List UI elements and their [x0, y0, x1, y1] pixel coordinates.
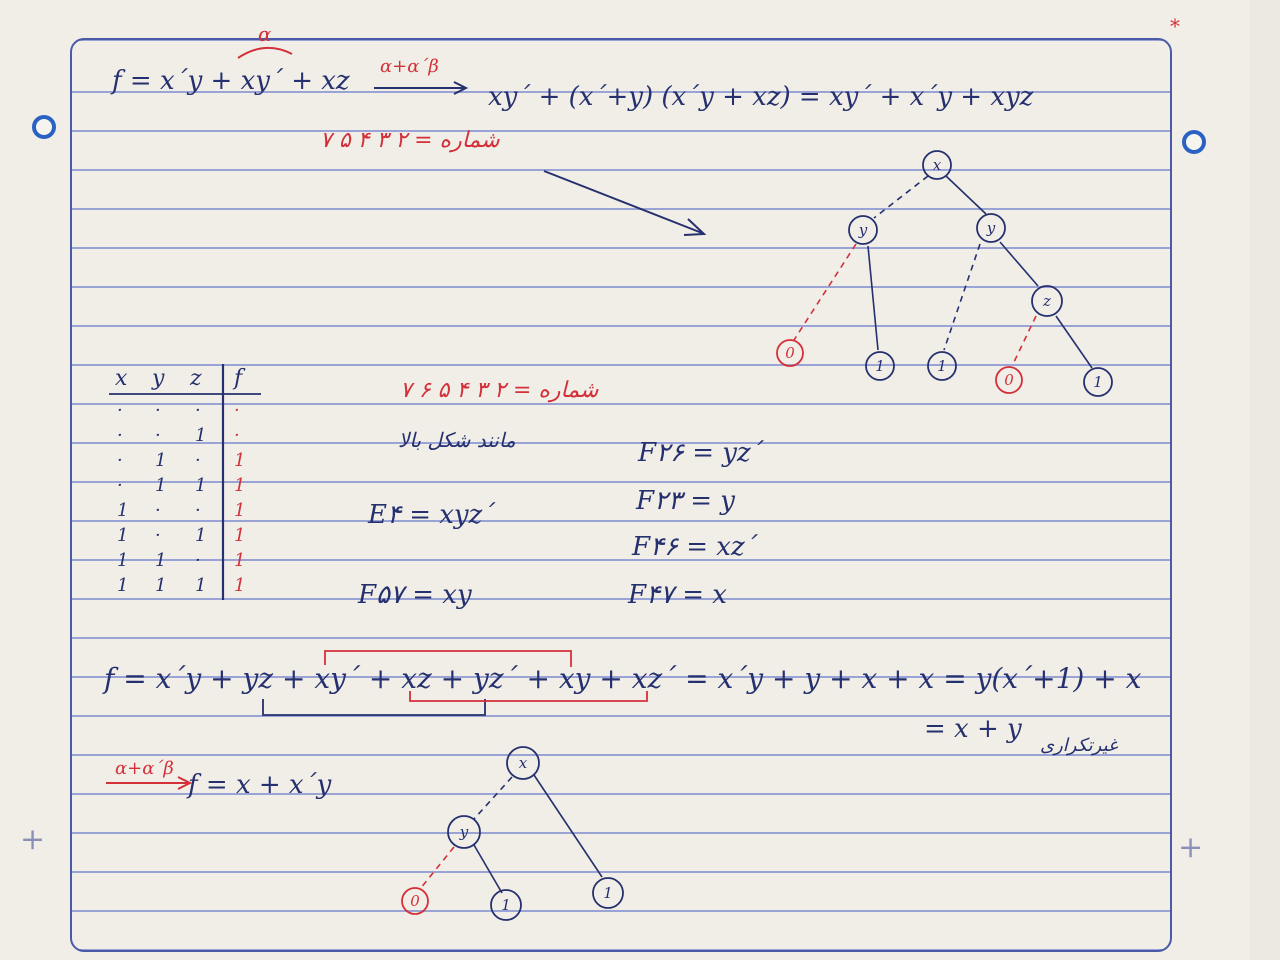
- tree-node-label: z: [1042, 292, 1051, 310]
- pointer-arrow: [543, 170, 707, 236]
- middle-eq-left: F۵۷ = xy: [358, 580, 472, 610]
- tree-leaf: 0: [776, 339, 804, 367]
- tree-leaf: 1: [490, 889, 522, 921]
- alpha-over-label: α: [258, 22, 272, 46]
- star-mark: *: [1170, 14, 1180, 38]
- tree-node-label: y: [459, 823, 469, 841]
- table-cell: 1: [155, 550, 167, 571]
- table-cell: ·: [117, 425, 123, 446]
- table-cell-f: 1: [234, 500, 246, 521]
- top-equation-right: xy´ + (x´+y) (x´y + xz) = xy´ + x´y + xy…: [488, 82, 1034, 112]
- table-cell-f: 1: [234, 550, 246, 571]
- tree-leaf-label: 1: [875, 357, 885, 375]
- decision-tree-top: x y y z 0 1 1 0: [776, 150, 1113, 397]
- table-cell-f: ·: [234, 425, 240, 446]
- table-rules: [109, 364, 261, 600]
- tree-node: y: [848, 215, 878, 245]
- table-cell: 1: [195, 475, 207, 496]
- table-cell-f: ·: [234, 400, 240, 421]
- bottom-result: = x + y: [924, 714, 1022, 744]
- table-cell: 1: [195, 575, 207, 596]
- tree-node: z: [1031, 285, 1063, 317]
- tree-leaf: 0: [401, 887, 429, 915]
- table-cell: 1: [195, 425, 207, 446]
- tree-leaf-label: 0: [1004, 371, 1014, 389]
- decision-tree-bottom: x y 0 1 1: [401, 746, 624, 921]
- table-cell: 1: [155, 450, 167, 471]
- grouping-brackets: [262, 650, 648, 716]
- table-cell: 1: [155, 575, 167, 596]
- table-cell: ·: [155, 400, 161, 421]
- table-header-y: y: [152, 366, 165, 391]
- middle-eq-left: E۴ = xyz´: [368, 500, 496, 530]
- table-header-x: x: [115, 366, 128, 391]
- alpha-brace: [237, 47, 293, 59]
- tree-leaf-label: 0: [785, 344, 795, 362]
- bottom-arrow-label: α+α´β: [115, 758, 174, 779]
- tree-node: y: [447, 815, 481, 849]
- middle-eq-right: F۴۶ = xz´: [632, 532, 758, 562]
- binder-hole: [1182, 130, 1206, 154]
- top-row-label: شماره = ۲ ۳ ۴ ۵ ۷: [320, 128, 500, 153]
- table-cell-f: 1: [234, 575, 246, 596]
- table-cell: ·: [117, 450, 123, 471]
- table-cell: 1: [117, 550, 129, 571]
- tree-leaf-label: 0: [410, 892, 420, 910]
- top-equation-left: f = x´y + xy´ + xz: [112, 66, 350, 96]
- middle-eq-right: F۲۶ = yz´: [638, 438, 764, 468]
- table-header-f: f: [234, 366, 243, 391]
- middle-row-label: شماره = ۲ ۳ ۴ ۵ ۶ ۷: [400, 378, 599, 403]
- table-cell-f: 1: [234, 525, 246, 546]
- table-cell-f: 1: [234, 475, 246, 496]
- table-cell: 1: [155, 475, 167, 496]
- page-frame: [70, 38, 1172, 952]
- table-cell: 1: [117, 575, 129, 596]
- tree-leaf: 1: [592, 877, 624, 909]
- tree-node: y: [976, 213, 1006, 243]
- table-header-z: z: [190, 366, 202, 391]
- bottom-note: غیرتکراری: [1040, 735, 1118, 756]
- table-cell: ·: [155, 525, 161, 546]
- tree-leaf-label: 1: [937, 357, 947, 375]
- plus-mark: +: [20, 822, 46, 857]
- plus-mark: +: [1178, 830, 1204, 865]
- table-cell: ·: [155, 425, 161, 446]
- middle-eq-right: F۴۷ = x: [628, 580, 727, 610]
- table-cell: ·: [195, 550, 201, 571]
- tree-node-label: y: [858, 221, 868, 239]
- tree-leaf: 1: [1083, 367, 1113, 397]
- notebook-page: * α f = x´y + xy´ + xz α+α´β xy´ + (x´+y…: [0, 0, 1250, 960]
- table-cell: ·: [117, 475, 123, 496]
- top-arrow-label: α+α´β: [380, 56, 439, 77]
- tree-node-label: y: [986, 219, 996, 237]
- top-arrow: [374, 81, 469, 95]
- final-equation: f = x + x´y: [188, 770, 332, 800]
- table-cell: ·: [155, 500, 161, 521]
- tree-node-label: x: [519, 754, 528, 772]
- tree-leaf-label: 1: [501, 896, 511, 914]
- binder-hole: [32, 115, 56, 139]
- middle-eq-right: F۲۳ = y: [636, 486, 735, 516]
- tree-leaf: 0: [995, 366, 1023, 394]
- table-cell: 1: [195, 525, 207, 546]
- table-cell-f: 1: [234, 450, 246, 471]
- middle-note: مانند شکل بالا: [398, 428, 516, 452]
- table-cell: ·: [195, 450, 201, 471]
- table-cell: ·: [195, 400, 201, 421]
- tree-leaf-label: 1: [1093, 373, 1103, 391]
- tree-node: x: [506, 746, 540, 780]
- tree-node: x: [922, 150, 952, 180]
- table-cell: 1: [117, 500, 129, 521]
- tree-leaf-label: 1: [603, 884, 613, 902]
- tree-leaf: 1: [927, 351, 957, 381]
- bottom-long-equation: f = x´y + yz + xy´ + xz + yz´ + xy + xz´…: [104, 662, 1142, 695]
- bottom-arrow: [106, 776, 193, 790]
- table-cell: ·: [117, 400, 123, 421]
- tree-node-label: x: [933, 156, 942, 174]
- table-cell: ·: [195, 500, 201, 521]
- table-cell: 1: [117, 525, 129, 546]
- tree-leaf: 1: [865, 351, 895, 381]
